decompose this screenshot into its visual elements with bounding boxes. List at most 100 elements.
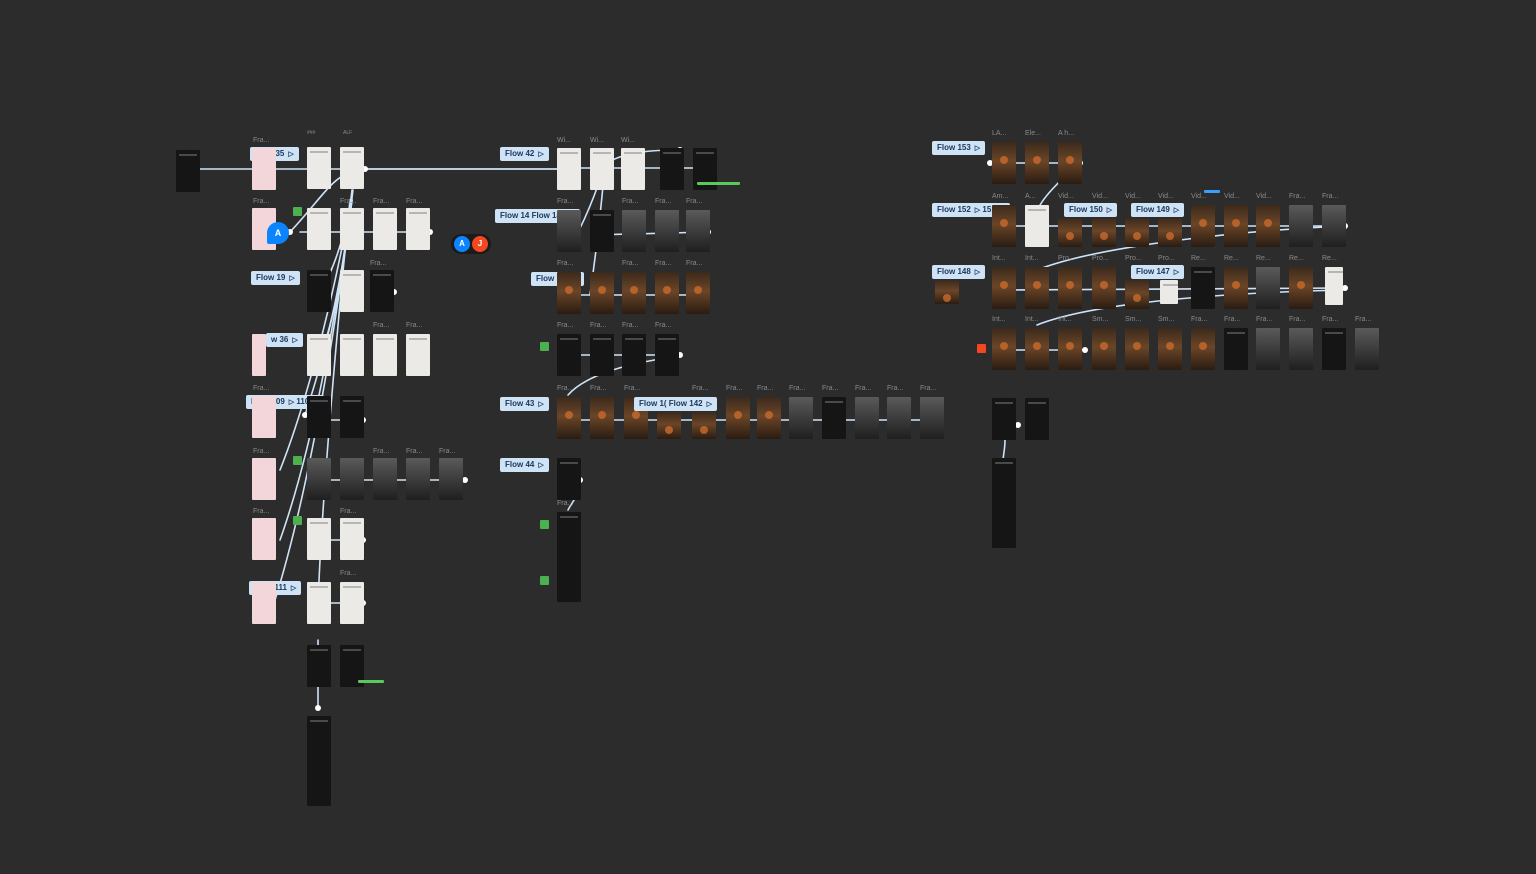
avatar[interactable]: A xyxy=(454,236,470,252)
frame-light[interactable] xyxy=(406,334,430,376)
frame-light[interactable] xyxy=(557,148,581,190)
frame-light[interactable] xyxy=(406,208,430,250)
frame-photo[interactable] xyxy=(657,412,681,439)
frame-grey[interactable] xyxy=(686,210,710,252)
flow-tag-149[interactable]: Flow 149▷ xyxy=(1131,203,1185,217)
sticky-note-orange[interactable] xyxy=(977,344,986,353)
frame-pink[interactable] xyxy=(252,458,276,500)
sticky-note-green[interactable] xyxy=(540,342,549,351)
frame-photo[interactable] xyxy=(992,267,1016,309)
frame-photo[interactable] xyxy=(1289,267,1313,309)
frame-grey[interactable] xyxy=(887,397,911,439)
frame-start[interactable] xyxy=(176,150,200,192)
frame-photo[interactable] xyxy=(1191,205,1215,247)
frame-grey[interactable] xyxy=(406,458,430,500)
frame-light[interactable] xyxy=(340,147,364,189)
frame-pink[interactable] xyxy=(252,518,276,560)
frame-photo[interactable] xyxy=(590,397,614,439)
frame-light[interactable] xyxy=(590,148,614,190)
frame-photo[interactable] xyxy=(1092,328,1116,370)
frame-photo[interactable] xyxy=(590,272,614,314)
frame-dark[interactable] xyxy=(1025,398,1049,440)
frame-photo[interactable] xyxy=(1256,205,1280,247)
frame-light[interactable] xyxy=(340,334,364,376)
frame-grey[interactable] xyxy=(307,458,331,500)
frame-photo[interactable] xyxy=(622,272,646,314)
flow-tag-42[interactable]: Flow 42▷ xyxy=(500,147,549,161)
flow-tag-150[interactable]: Flow 150▷ xyxy=(1064,203,1118,217)
frame-dark[interactable] xyxy=(1224,328,1248,370)
frame-photo[interactable] xyxy=(1025,328,1049,370)
frame-dark-tall[interactable] xyxy=(307,716,331,806)
frame-dark[interactable] xyxy=(307,645,331,687)
selection-handle[interactable] xyxy=(1204,190,1220,193)
frame-light[interactable] xyxy=(1325,267,1343,305)
frame-light[interactable] xyxy=(307,582,331,624)
frame-grey[interactable] xyxy=(439,458,463,500)
frame-grey[interactable] xyxy=(557,210,581,252)
frame-dark[interactable] xyxy=(1191,267,1215,309)
frame-photo[interactable] xyxy=(1158,328,1182,370)
frame-photo[interactable] xyxy=(1125,328,1149,370)
frame-photo[interactable] xyxy=(1224,205,1248,247)
frame-light[interactable] xyxy=(307,147,331,189)
frame-light[interactable] xyxy=(340,270,364,312)
flow-tag-142[interactable]: Flow 1( Flow 142▷ xyxy=(634,397,717,411)
frame-photo[interactable] xyxy=(557,397,581,439)
frame-light[interactable] xyxy=(621,148,645,190)
flow-tag-19[interactable]: Flow 19▷ xyxy=(251,271,300,285)
sticky-note-green[interactable] xyxy=(293,516,302,525)
frame-photo[interactable] xyxy=(992,328,1016,370)
frame-grey[interactable] xyxy=(855,397,879,439)
frame-dark[interactable] xyxy=(590,210,614,252)
frame-photo[interactable] xyxy=(1224,267,1248,309)
frame-dark[interactable] xyxy=(622,334,646,376)
sticky-note-green[interactable] xyxy=(540,520,549,529)
flow-tag-153[interactable]: Flow 153▷ xyxy=(932,141,986,155)
collaborator-avatars[interactable]: A J xyxy=(451,234,491,254)
frame-photo[interactable] xyxy=(1058,328,1082,370)
frame-dark[interactable] xyxy=(590,334,614,376)
frame-light[interactable] xyxy=(307,208,331,250)
frame-grey[interactable] xyxy=(373,458,397,500)
frame-photo[interactable] xyxy=(757,397,781,439)
frame-photo[interactable] xyxy=(1058,142,1082,184)
frame-photo[interactable] xyxy=(1058,218,1082,247)
frame-grey[interactable] xyxy=(340,458,364,500)
frame-photo[interactable] xyxy=(992,205,1016,247)
frame-photo[interactable] xyxy=(1125,280,1149,309)
flow-tag-147[interactable]: Flow 147▷ xyxy=(1131,265,1185,279)
frame-dark[interactable] xyxy=(340,396,364,438)
frame-light[interactable] xyxy=(1160,280,1178,304)
frame-photo[interactable] xyxy=(692,412,716,439)
frame-light[interactable] xyxy=(1025,205,1049,247)
frame-grey[interactable] xyxy=(1256,267,1280,309)
frame-photo[interactable] xyxy=(1158,218,1182,247)
flow-tag-36[interactable]: w 36▷ xyxy=(266,333,303,347)
frame-grey[interactable] xyxy=(1322,205,1346,247)
frame-dark[interactable] xyxy=(660,148,684,190)
sticky-note-green[interactable] xyxy=(293,207,302,216)
frame-pink[interactable] xyxy=(252,334,266,376)
frame-photo[interactable] xyxy=(935,280,959,304)
frame-grey[interactable] xyxy=(1256,328,1280,370)
frame-light[interactable] xyxy=(340,208,364,250)
frame-photo[interactable] xyxy=(992,142,1016,184)
frame-photo[interactable] xyxy=(1092,267,1116,309)
frame-dark[interactable] xyxy=(992,398,1016,440)
frame-pink[interactable] xyxy=(252,396,276,438)
frame-dark[interactable] xyxy=(822,397,846,439)
flow-tag-148[interactable]: Flow 148▷ xyxy=(932,265,986,279)
frame-dark[interactable] xyxy=(557,458,581,500)
sticky-note-green[interactable] xyxy=(540,576,549,585)
avatar[interactable]: J xyxy=(472,236,488,252)
frame-photo[interactable] xyxy=(1025,142,1049,184)
frame-photo[interactable] xyxy=(1125,218,1149,247)
frame-photo[interactable] xyxy=(655,272,679,314)
frame-light[interactable] xyxy=(307,518,331,560)
frame-grey[interactable] xyxy=(1355,328,1379,370)
frame-grey[interactable] xyxy=(622,210,646,252)
frame-grey[interactable] xyxy=(1289,205,1313,247)
flow-tag-43[interactable]: Flow 43▷ xyxy=(500,397,549,411)
